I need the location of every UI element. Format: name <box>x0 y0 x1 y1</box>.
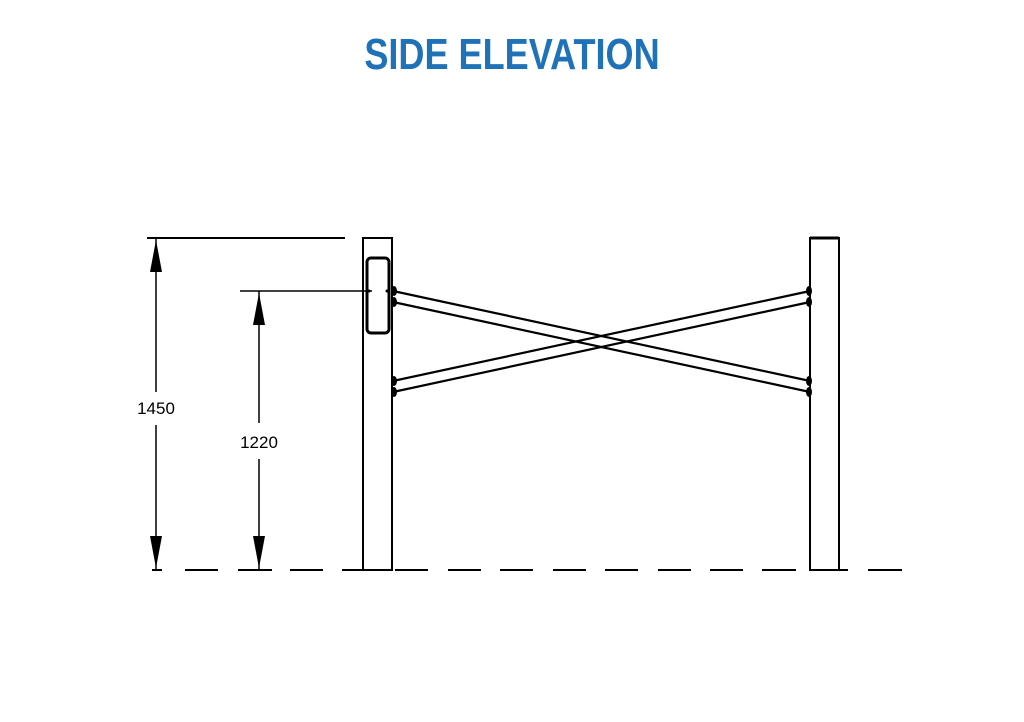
cross-rails <box>392 289 811 394</box>
dimension-label-1450: 1450 <box>137 399 175 418</box>
arrow-up-icon <box>150 240 162 272</box>
right-post <box>809 236 840 571</box>
left-post <box>362 237 393 571</box>
dimension-label-1220: 1220 <box>240 433 278 452</box>
dimension-1450: 1450 <box>137 237 345 570</box>
post-section-detail <box>365 256 391 335</box>
weld-points <box>391 286 812 397</box>
arrow-down-icon <box>253 536 265 568</box>
dimension-1220: 1220 <box>240 290 372 570</box>
page-title: SIDE ELEVATION <box>364 30 660 79</box>
arrow-up-icon <box>253 293 265 325</box>
arrow-down-icon <box>150 536 162 568</box>
